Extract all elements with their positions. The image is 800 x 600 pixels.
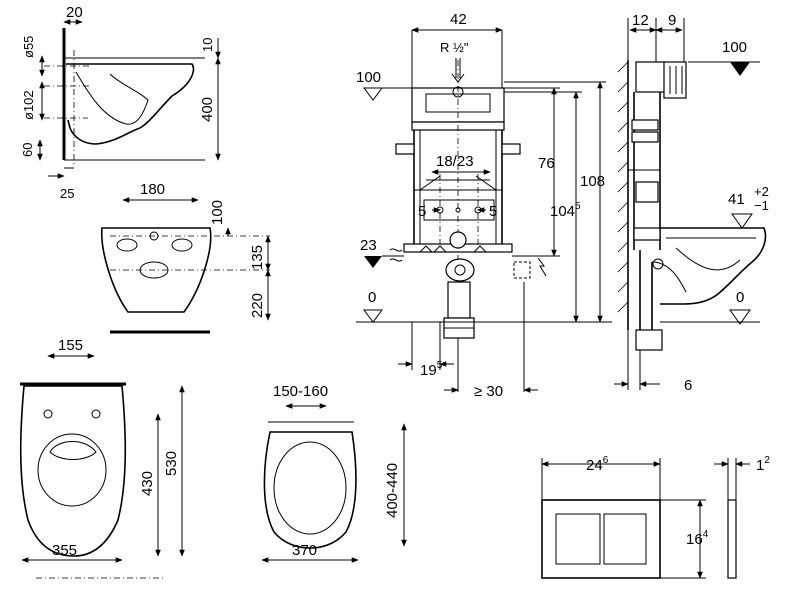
dim-diameter-55: ø55 xyxy=(21,36,36,58)
dim-76: 76 xyxy=(538,155,555,172)
level-0-front: 0 xyxy=(368,289,376,306)
dim-60: 60 xyxy=(20,143,35,157)
level-23: 23 xyxy=(360,237,377,254)
dim-10: 10 xyxy=(200,38,215,52)
dim-155: 155 xyxy=(58,337,83,354)
flush-button-large xyxy=(555,513,601,565)
dim-430: 430 xyxy=(139,471,156,496)
level-41: 41 xyxy=(728,191,745,208)
level-100-front: 100 xyxy=(356,69,381,86)
dim-6: 6 xyxy=(684,377,692,394)
dim-400-440: 400-440 xyxy=(384,463,401,518)
dim-16: 164 xyxy=(686,529,709,548)
dim-42: 42 xyxy=(450,11,467,28)
toilet-rear-view: 180 100 135 220 xyxy=(101,181,271,334)
flush-button-small xyxy=(603,513,647,565)
dim-25: 25 xyxy=(60,186,74,201)
dim-220: 220 xyxy=(249,293,266,318)
dim-min-30: ≥ 30 xyxy=(474,383,503,400)
dim-12: 12 xyxy=(632,12,649,29)
dim-9: 9 xyxy=(668,12,676,29)
frame-front-view: 42 R ½" xyxy=(356,11,612,400)
level-41-plus: +2 xyxy=(754,184,769,199)
dim-18-23: 18/23 xyxy=(436,153,474,170)
dim-1: 12 xyxy=(756,455,770,474)
level-100-side: 100 xyxy=(722,39,747,56)
flush-plate-view: 246 164 12 xyxy=(541,455,770,579)
dim-100-top: 100 xyxy=(209,200,226,225)
toilet-side-view: 20 ø55 ø102 10 400 60 25 xyxy=(20,4,221,201)
dim-diameter-102: ø102 xyxy=(21,90,36,120)
flush-plate xyxy=(541,499,661,579)
dim-150-160: 150-160 xyxy=(273,383,328,400)
level-0-side: 0 xyxy=(736,289,744,306)
level-41-minus: −1 xyxy=(754,198,769,213)
dim-5-left: 5 xyxy=(418,203,426,220)
dim-19: 195 xyxy=(420,360,443,379)
flush-plate-side xyxy=(727,499,737,579)
dim-400: 400 xyxy=(199,97,216,122)
dim-104: 1045 xyxy=(550,201,581,220)
dim-108: 108 xyxy=(580,173,605,190)
dim-530: 530 xyxy=(163,451,180,476)
dim-5-right: 5 xyxy=(489,203,497,220)
dim-180: 180 xyxy=(140,181,165,198)
frame-side-view: 12 9 100 41 +2 −1 xyxy=(614,12,769,394)
dim-24: 246 xyxy=(586,455,609,474)
dim-355: 355 xyxy=(52,542,77,559)
wall-hatching xyxy=(617,61,629,313)
dim-370: 370 xyxy=(292,542,317,559)
dim-135: 135 xyxy=(249,245,266,270)
bowl-plan-view: 155 430 530 355 xyxy=(19,337,185,579)
label-thread: R ½" xyxy=(440,40,469,55)
seat-plan-view: 150-160 400-440 370 xyxy=(261,383,407,563)
dim-20: 20 xyxy=(66,4,83,21)
